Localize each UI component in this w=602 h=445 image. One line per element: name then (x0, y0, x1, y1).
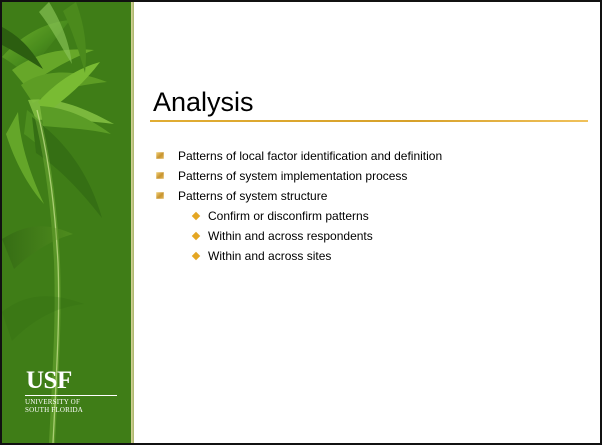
logo-university-line: UNIVERSITY OF (25, 398, 81, 406)
title-underline (150, 120, 588, 122)
square-bullet-icon (156, 152, 164, 159)
square-bullet-icon (156, 172, 164, 179)
palm-background-band: USF UNIVERSITY OF SOUTH FLORIDA (2, 2, 131, 443)
diamond-bullet-icon (191, 211, 201, 221)
logo-divider-line (25, 395, 117, 396)
bullet-text: Patterns of system implementation proces… (178, 169, 408, 183)
left-band-divider (131, 2, 134, 443)
usf-logo-mark: USF (26, 367, 72, 394)
logo-florida-line: SOUTH FLORIDA (25, 406, 84, 414)
bullet-item: Patterns of local factor identification … (156, 148, 576, 168)
sub-bullet-text: Within and across sites (208, 249, 332, 263)
sub-bullet-text: Within and across respondents (208, 229, 373, 243)
bullet-text: Patterns of system structure (178, 189, 328, 203)
sub-bullet-item: Confirm or disconfirm patterns (156, 208, 576, 228)
sub-bullet-text: Confirm or disconfirm patterns (208, 209, 369, 223)
palm-frond-icon (2, 2, 131, 443)
slide-title: Analysis (153, 87, 254, 117)
diamond-bullet-icon (191, 231, 201, 241)
bullet-list: Patterns of local factor identification … (156, 148, 576, 268)
bullet-item: Patterns of system structure (156, 188, 576, 208)
sub-bullet-item: Within and across respondents (156, 228, 576, 248)
bullet-text: Patterns of local factor identification … (178, 149, 443, 163)
diamond-bullet-icon (191, 251, 201, 261)
sub-bullet-item: Within and across sites (156, 248, 576, 268)
bullet-item: Patterns of system implementation proces… (156, 168, 576, 188)
square-bullet-icon (156, 192, 164, 199)
usf-logo: USF UNIVERSITY OF SOUTH FLORIDA (19, 368, 128, 414)
